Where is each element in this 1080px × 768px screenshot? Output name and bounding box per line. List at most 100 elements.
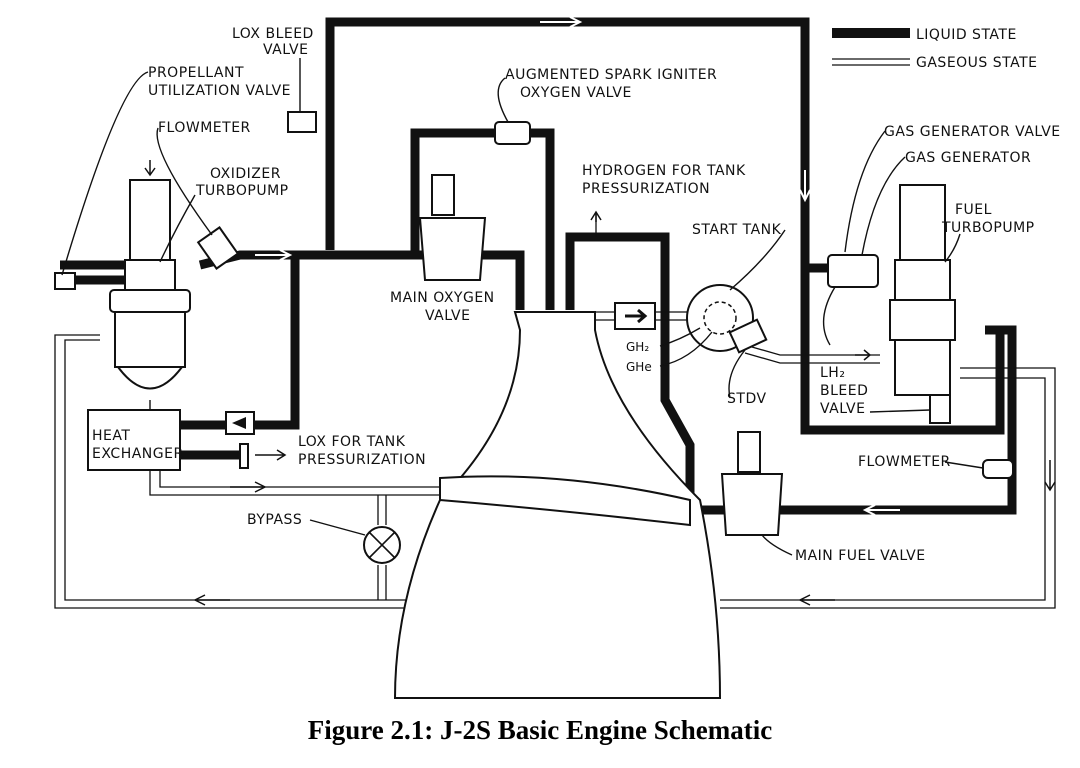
label-heat-1: HEAT bbox=[92, 428, 130, 444]
legend-gaseous-label: GASEOUS STATE bbox=[916, 55, 1038, 71]
main-oxygen-valve bbox=[418, 174, 487, 281]
label-propellant-util-2: UTILIZATION VALVE bbox=[148, 83, 291, 99]
stdv-body bbox=[728, 318, 768, 354]
fuel-pump-mid bbox=[894, 259, 951, 301]
legend-liquid-label: LIQUID STATE bbox=[916, 27, 1017, 43]
flow-arrow-fuel-icon bbox=[862, 504, 900, 516]
leader-bypass bbox=[309, 519, 366, 536]
flow-arrow-ox-inlet-icon bbox=[144, 160, 156, 177]
main-fuel-valve bbox=[720, 431, 784, 536]
flow-arrow-top-icon bbox=[540, 16, 583, 28]
engine-schematic: LIQUID STATE GASEOUS STATE bbox=[54, 16, 1061, 699]
label-lox-press-2: PRESSURIZATION bbox=[298, 452, 426, 468]
oxidizer-pump-mid bbox=[124, 259, 176, 291]
leader-flowmeter-right bbox=[944, 461, 984, 469]
top-loop-liquid-line bbox=[325, 17, 840, 273]
label-stdv: STDV bbox=[727, 391, 767, 407]
leader-gh2 bbox=[659, 327, 701, 347]
thrust-chamber-nozzle bbox=[393, 311, 722, 699]
main-fuel-valve-stem bbox=[737, 431, 761, 473]
flow-arrow-right-gas-icon bbox=[1044, 460, 1056, 492]
gas-generator-duct bbox=[822, 286, 836, 346]
fuel-turbopump bbox=[822, 184, 956, 424]
gas-loop-right-inner bbox=[720, 377, 1046, 601]
leader-propellant-util bbox=[61, 71, 149, 276]
fuel-pump-base bbox=[894, 339, 951, 396]
labels: LOX BLEED VALVE PROPELLANT UTILIZATION V… bbox=[92, 26, 1061, 564]
label-hydrogen-2: PRESSURIZATION bbox=[582, 181, 710, 197]
label-asi-2: OXYGEN VALVE bbox=[520, 85, 632, 101]
leader-flowmeter-left bbox=[156, 127, 213, 236]
flow-arrow-bottom-right-icon bbox=[798, 594, 835, 606]
label-gas-generator-valve: GAS GENERATOR VALVE bbox=[884, 124, 1061, 140]
label-asi-1: AUGMENTED SPARK IGNITER bbox=[505, 67, 717, 83]
nozzle-manifold-torus bbox=[439, 475, 691, 527]
flow-arrow-lox-icon bbox=[255, 249, 293, 261]
leader-stdv bbox=[728, 349, 746, 399]
heat-exchanger-box bbox=[87, 409, 181, 471]
leader-fuel-turbopump bbox=[944, 233, 961, 263]
figure-caption: Figure 2.1: J-2S Basic Engine Schematic bbox=[307, 715, 773, 745]
check-valve-arrow-icon bbox=[232, 417, 246, 429]
gas-loop-right-outer bbox=[720, 367, 1056, 609]
label-lh2-1: LH₂ bbox=[820, 365, 845, 381]
leader-oxidizer-turbopump bbox=[159, 194, 196, 263]
label-fuel-2: TURBOPUMP bbox=[941, 220, 1035, 236]
asi-oxygen-valve-body bbox=[494, 121, 531, 145]
asi-loop-right bbox=[530, 128, 555, 310]
gas-generator-body bbox=[827, 254, 879, 288]
label-propellant-util-1: PROPELLANT bbox=[148, 65, 244, 81]
start-tank-inner bbox=[703, 301, 737, 335]
gas-loop-left-inner bbox=[64, 339, 420, 601]
leader-lines bbox=[61, 58, 984, 556]
leader-lh2-bleed bbox=[869, 409, 931, 413]
label-start-tank: START TANK bbox=[692, 222, 782, 238]
oxidizer-turbopump bbox=[109, 179, 191, 412]
lh2-bleed-valve-body bbox=[929, 394, 951, 424]
leader-start-tank bbox=[729, 229, 786, 291]
label-main-fuel-valve: MAIN FUEL VALVE bbox=[795, 548, 926, 564]
label-hydrogen-1: HYDROGEN FOR TANK bbox=[582, 163, 746, 179]
label-oxidizer-1: OXIDIZER bbox=[210, 166, 281, 182]
oxidizer-pump-upper bbox=[129, 179, 171, 261]
flow-arrow-stdv-icon bbox=[855, 349, 872, 361]
label-oxidizer-2: TURBOPUMP bbox=[195, 183, 289, 199]
label-lox-bleed-1: LOX BLEED bbox=[232, 26, 314, 42]
fuel-turbopump-loop bbox=[800, 268, 1005, 435]
label-gh2: GH₂ bbox=[626, 340, 649, 354]
asi-loop-left bbox=[410, 128, 495, 255]
flow-arrow-right-down-icon bbox=[799, 170, 811, 203]
label-lox-press-1: LOX FOR TANK bbox=[298, 434, 406, 450]
stdv-gas-b bbox=[744, 352, 880, 364]
oxidizer-pump-flange bbox=[109, 289, 191, 313]
label-gas-generator: GAS GENERATOR bbox=[905, 150, 1031, 166]
label-lh2-2: BLEED bbox=[820, 383, 868, 399]
legend: LIQUID STATE GASEOUS STATE bbox=[832, 27, 1038, 71]
main-oxygen-valve-stem bbox=[431, 174, 455, 216]
label-flowmeter-left: FLOWMETER bbox=[158, 120, 251, 136]
label-main-oxygen-2: VALVE bbox=[425, 308, 470, 324]
flow-arrow-bottom-left-icon bbox=[193, 594, 230, 606]
flowmeter-left-body bbox=[196, 226, 240, 270]
oxidizer-pump-housing bbox=[114, 311, 186, 368]
liquid-lines bbox=[60, 17, 1017, 695]
oxidizer-pump-dome bbox=[116, 366, 184, 390]
leader-gas-generator-valve bbox=[844, 130, 886, 253]
label-flowmeter-right: FLOWMETER bbox=[858, 454, 951, 470]
flow-arrow-nozzle-icon bbox=[569, 560, 581, 593]
propellant-utilization-valve-body bbox=[54, 272, 76, 290]
heat-exchanger-lox-line bbox=[180, 255, 300, 430]
label-lh2-3: VALVE bbox=[820, 401, 865, 417]
fuel-pump-lower bbox=[889, 299, 956, 341]
lox-bleed-valve-body bbox=[287, 111, 317, 133]
label-ghe: GHe bbox=[626, 360, 652, 374]
start-tank-arrow-icon bbox=[625, 308, 648, 324]
main-oxygen-valve-body bbox=[418, 217, 487, 281]
leader-main-fuel-valve bbox=[761, 534, 793, 556]
lox-press-cap bbox=[239, 443, 249, 469]
label-fuel-1: FUEL bbox=[955, 202, 992, 218]
fuel-pump-upper bbox=[899, 184, 946, 261]
flow-arrow-exchanger-icon bbox=[230, 481, 267, 493]
flowmeter-right-body bbox=[982, 459, 1014, 479]
stdv-gas-a bbox=[744, 344, 880, 356]
